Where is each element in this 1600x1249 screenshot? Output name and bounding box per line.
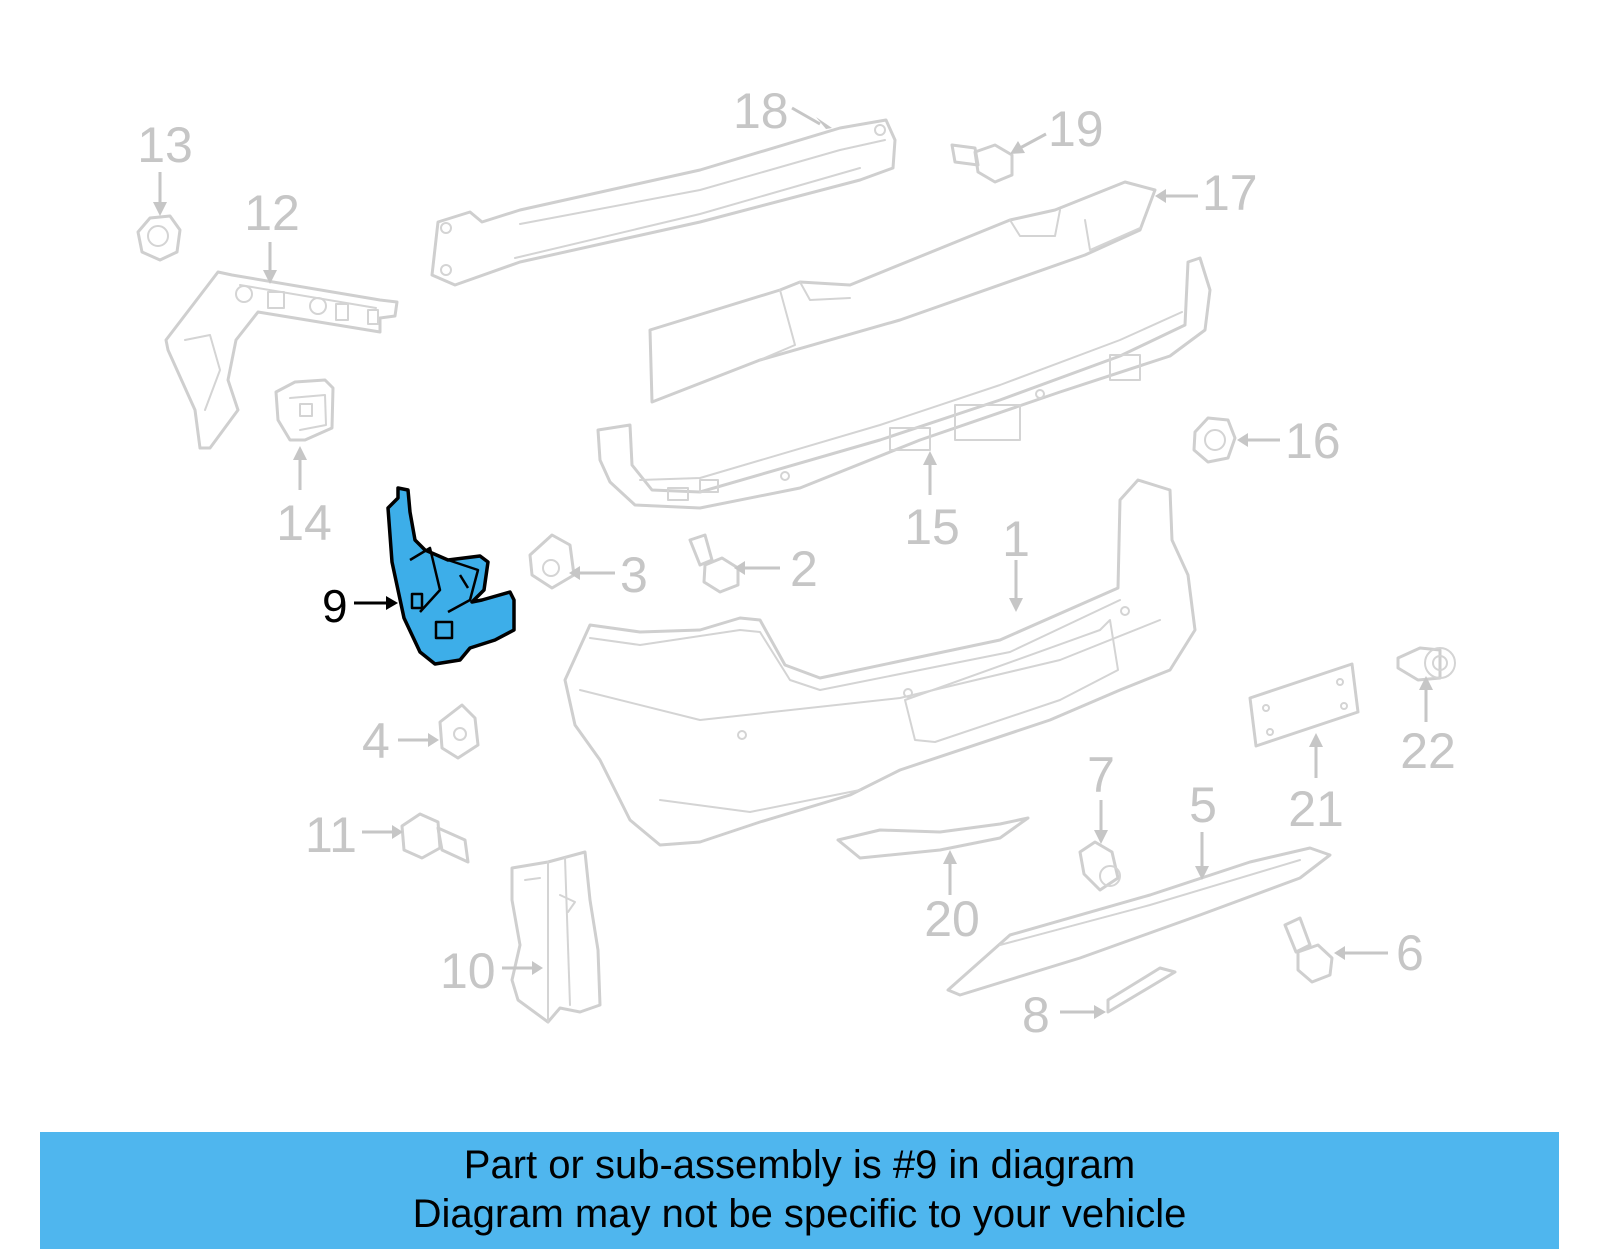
part-22-sensor xyxy=(1396,646,1456,682)
callout-7: 7 xyxy=(1087,747,1115,844)
callout-label: 14 xyxy=(276,495,332,551)
part-10-bracket xyxy=(510,850,602,1024)
callout-15: 15 xyxy=(904,451,960,555)
part-1-bumper-cover xyxy=(563,478,1197,847)
part-15-bracket xyxy=(596,256,1212,510)
callout-2: 2 xyxy=(734,541,818,597)
callout-10: 10 xyxy=(440,943,543,999)
callout-17: 17 xyxy=(1155,165,1258,221)
callout-label: 5 xyxy=(1189,777,1217,833)
part-20-strip xyxy=(836,816,1030,860)
callout-label: 9 xyxy=(322,580,348,632)
callout-9: 9 xyxy=(322,580,398,632)
callout-label: 13 xyxy=(137,117,193,173)
part-14-clip xyxy=(274,378,335,442)
callout-label: 10 xyxy=(440,943,496,999)
part-19-bolt xyxy=(950,143,1014,184)
callout-label: 18 xyxy=(733,83,789,139)
callout-14: 14 xyxy=(276,446,332,551)
callout-4: 4 xyxy=(362,713,439,769)
callout-label: 15 xyxy=(904,499,960,555)
callout-11: 11 xyxy=(305,807,403,863)
callout-label: 8 xyxy=(1022,987,1050,1043)
part-16-nut xyxy=(1192,416,1237,464)
part-11-bolt xyxy=(400,812,470,864)
callout-16: 16 xyxy=(1237,413,1341,469)
callout-label: 1 xyxy=(1002,511,1030,567)
callout-label: 21 xyxy=(1288,781,1344,837)
callout-label: 22 xyxy=(1400,723,1456,779)
part-7-clip xyxy=(1078,840,1121,892)
banner-line-1: Part or sub-assembly is #9 in diagram xyxy=(463,1143,1136,1187)
callout-1: 1 xyxy=(1002,511,1030,612)
part-4-clip xyxy=(438,703,480,760)
callout-label: 12 xyxy=(244,185,300,241)
callout-5: 5 xyxy=(1189,777,1217,880)
banner-line-2: Diagram may not be specific to your vehi… xyxy=(412,1192,1187,1236)
callout-label: 19 xyxy=(1048,101,1104,157)
callout-label: 3 xyxy=(620,547,648,603)
part-8-trim xyxy=(1106,966,1177,1014)
callout-8: 8 xyxy=(1022,987,1106,1043)
callout-18: 18 xyxy=(733,83,832,139)
callout-21: 21 xyxy=(1288,733,1344,837)
part-9-mud-guard xyxy=(386,486,516,666)
part-18-reinforcement xyxy=(430,118,897,287)
part-13-nut xyxy=(136,214,182,262)
callout-6: 6 xyxy=(1334,925,1424,981)
parts-diagram: 1 2 3 4 5 6 7 8 10 1 xyxy=(136,83,1456,1043)
callout-label: 20 xyxy=(924,891,980,947)
callout-13: 13 xyxy=(137,117,193,216)
part-5-diffuser xyxy=(946,846,1332,997)
callout-label: 7 xyxy=(1087,747,1115,803)
callout-22: 22 xyxy=(1400,676,1456,779)
callout-19: 19 xyxy=(1010,101,1104,157)
part-6-bolt xyxy=(1283,916,1334,984)
part-17-absorber xyxy=(648,180,1157,404)
callout-3: 3 xyxy=(569,547,648,603)
callout-label: 11 xyxy=(305,807,357,863)
callout-label: 16 xyxy=(1285,413,1341,469)
callout-12: 12 xyxy=(244,185,300,284)
part-2-bolt xyxy=(688,533,740,594)
callout-label: 4 xyxy=(362,713,390,769)
callout-label: 2 xyxy=(790,541,818,597)
callout-label: 6 xyxy=(1396,925,1424,981)
part-12-side-bracket xyxy=(164,270,399,450)
part-21-plate xyxy=(1248,662,1360,748)
callout-20: 20 xyxy=(924,850,980,947)
part-3-clip xyxy=(528,533,576,590)
info-banner: Part or sub-assembly is #9 in diagram Di… xyxy=(40,1132,1559,1249)
callout-label: 17 xyxy=(1202,165,1258,221)
